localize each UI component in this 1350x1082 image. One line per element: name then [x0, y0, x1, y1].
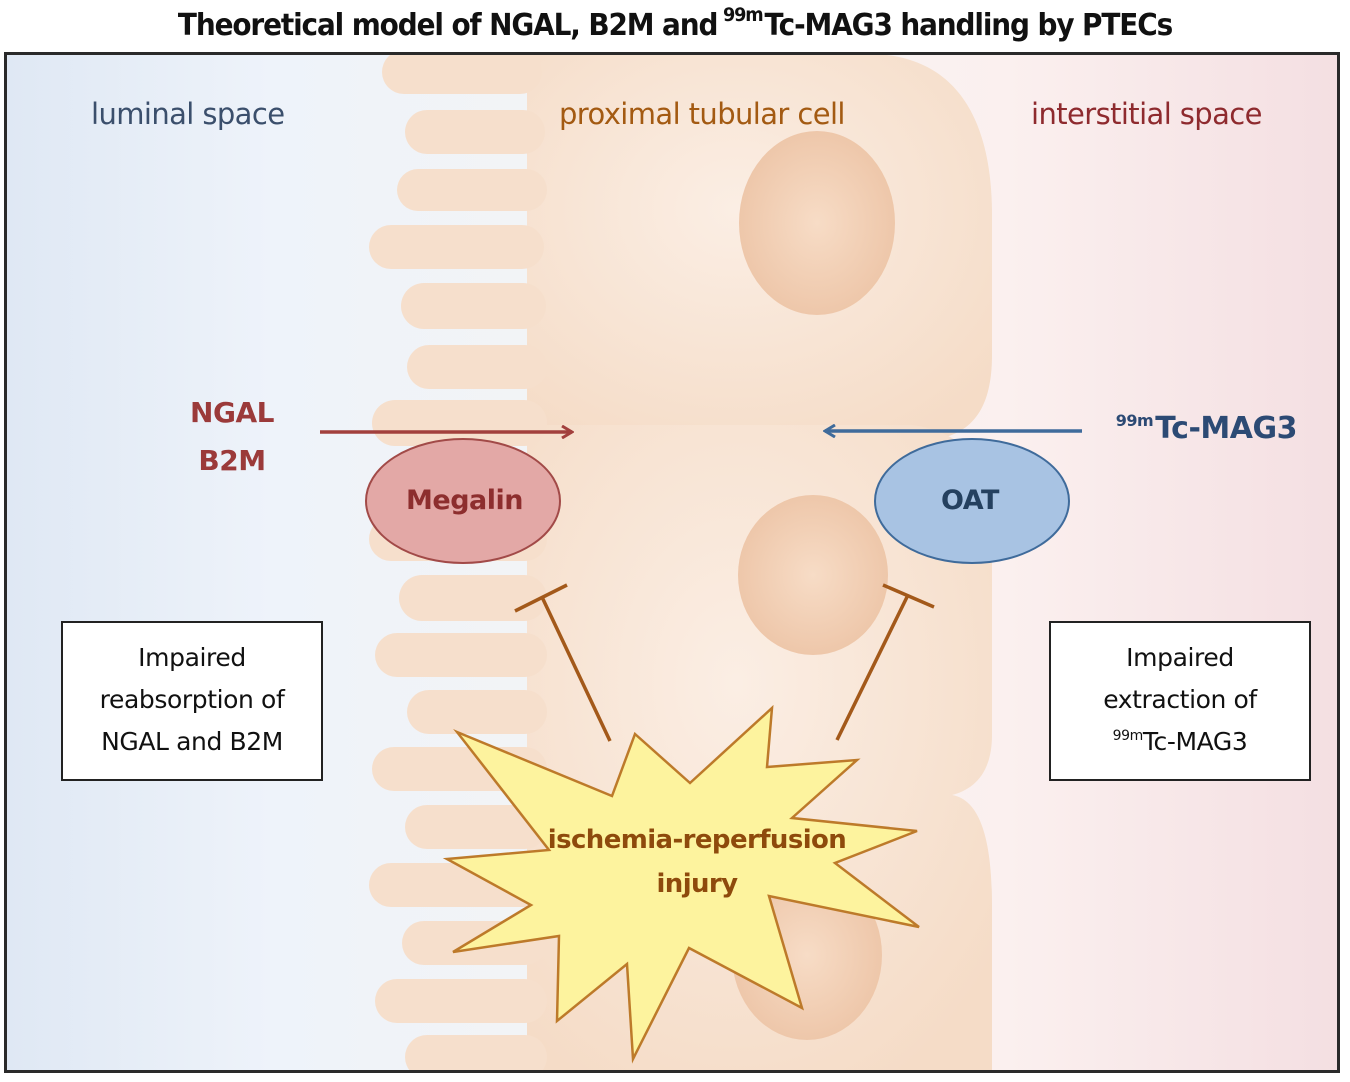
substrate-b2m: B2M [198, 444, 266, 477]
megalin-transporter [365, 438, 561, 564]
nucleus-upper [739, 131, 895, 315]
box-left-line-2: reabsorption of [99, 685, 285, 714]
inhibit-megalin-icon [514, 583, 612, 742]
mag3-name: Tc-MAG3 [1155, 411, 1297, 446]
box-right-line-2: extraction of [1103, 685, 1257, 714]
impaired-reabsorption-box: Impaired reabsorption of NGAL and B2M [61, 621, 323, 781]
substrate-ngal: NGAL [190, 396, 274, 429]
luminal-substrates: NGAL B2M [157, 389, 307, 485]
substrate-mag3: 99mTc-MAG3 [1115, 405, 1298, 457]
interstitial-space-label: interstitial space [1031, 97, 1262, 131]
title-isotope: 99m [722, 4, 764, 26]
proximal-tubular-cell-label: proximal tubular cell [559, 97, 845, 131]
box-right-line-1: Impaired [1126, 643, 1234, 672]
title-prefix: Theoretical model of NGAL, B2M and [177, 8, 719, 43]
inhibit-oat-icon [835, 583, 935, 741]
oat-label: OAT [941, 485, 999, 516]
diagram-artwork [320, 55, 1082, 1070]
luminal-space-label: luminal space [91, 97, 285, 131]
injury-label: ischemia-reperfusion injury [477, 818, 917, 906]
oat-transporter [874, 438, 1070, 564]
injury-starburst-icon [442, 704, 920, 1064]
box-right-line-3: 99mTc-MAG3 [1051, 721, 1309, 767]
impaired-extraction-box: Impaired extraction of 99mTc-MAG3 [1049, 621, 1311, 781]
megalin-label: Megalin [406, 485, 523, 516]
box-left-line-1: Impaired [138, 643, 246, 672]
injury-label-line-2: injury [656, 869, 738, 899]
diagram-frame: luminal space proximal tubular cell inte… [4, 52, 1340, 1073]
title-suffix: Tc-MAG3 handling by PTECs [764, 8, 1173, 43]
box-right-compound: Tc-MAG3 [1142, 727, 1248, 756]
box-right-isotope: 99m [1112, 728, 1144, 744]
nucleus-middle [738, 495, 888, 655]
box-left-line-3: NGAL and B2M [101, 727, 283, 756]
injury-label-line-1: ischemia-reperfusion [547, 825, 847, 855]
mag3-isotope: 99m [1115, 411, 1154, 430]
